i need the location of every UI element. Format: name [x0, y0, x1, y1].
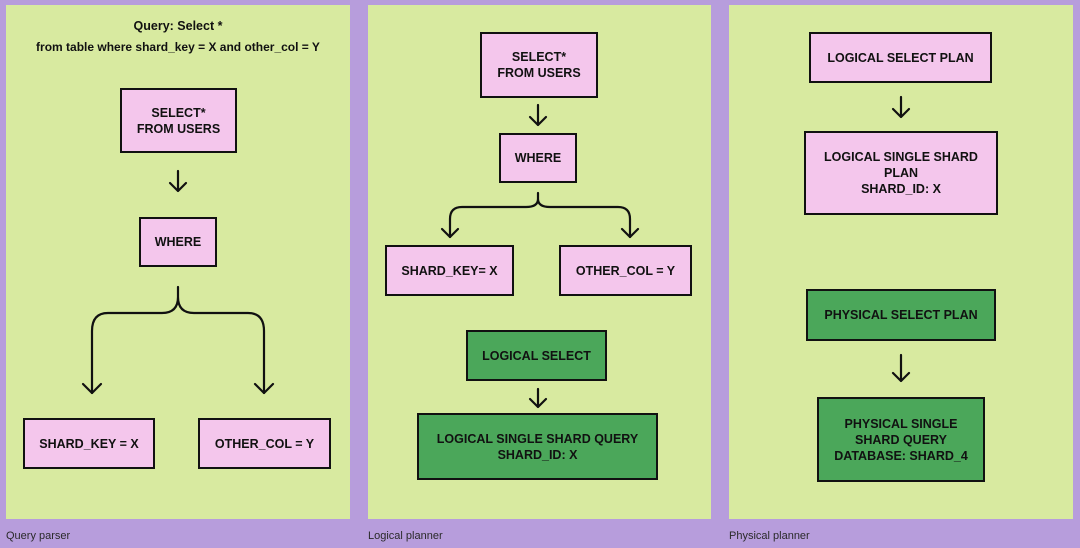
physical-planner-panel: LOGICAL SELECT PLAN LOGICAL SINGLE SHARD… [729, 5, 1073, 542]
arrow-down [891, 95, 911, 119]
logical-select-plan-box: LOGICAL SELECT PLAN [809, 32, 992, 83]
query-parser-panel: Query: Select * from table where shard_k… [6, 5, 350, 542]
other-col-box: OTHER_COL = Y [198, 418, 331, 469]
box-line: SHARD_ID: X [497, 447, 578, 462]
box-line: LOGICAL SINGLE SHARD [824, 150, 978, 164]
arrow-head-left [440, 227, 460, 239]
box-line: LOGICAL SINGLE SHARD QUERY [436, 431, 639, 446]
box-line: SHARD_ID: X [861, 182, 941, 196]
logical-select-box: LOGICAL SELECT [466, 330, 607, 381]
arrow-head-left [81, 382, 103, 395]
where-box: WHERE [499, 133, 577, 183]
box-line: FROM USERS [136, 121, 221, 136]
box-line: FROM USERS [497, 66, 581, 80]
arrow-down [168, 169, 188, 193]
logical-planner-panel: SELECT* FROM USERS WHERE SHARD_KEY= X OT… [368, 5, 711, 542]
panel-caption: Query parser [6, 530, 71, 542]
panel-caption: Physical planner [729, 530, 810, 542]
box-line: SELECT* [511, 50, 567, 64]
physical-single-shard-query-box: PHYSICAL SINGLE SHARD QUERY DATABASE: SH… [817, 397, 985, 482]
panel-caption: Logical planner [368, 530, 443, 542]
box-line: PHYSICAL SINGLE [844, 416, 958, 431]
arrow-down [528, 103, 548, 127]
shard-key-box: SHARD_KEY= X [385, 245, 514, 296]
arrow-head-right [253, 382, 275, 395]
arrow-down [891, 353, 911, 383]
select-from-users-box: SELECT* FROM USERS [480, 32, 598, 98]
where-box: WHERE [139, 217, 217, 267]
brace-split [90, 285, 266, 395]
shard-key-box: SHARD_KEY = X [23, 418, 155, 469]
logical-single-shard-plan-box: LOGICAL SINGLE SHARD PLAN SHARD_ID: X [804, 131, 998, 215]
arrow-head-right [620, 227, 640, 239]
arrow-down [528, 387, 548, 409]
other-col-box: OTHER_COL = Y [559, 245, 692, 296]
logical-single-shard-query-box: LOGICAL SINGLE SHARD QUERY SHARD_ID: X [417, 413, 658, 480]
box-line: SHARD QUERY [855, 432, 947, 447]
query-line-2: from table where shard_key = X and other… [36, 40, 320, 54]
box-line: DATABASE: SHARD_4 [834, 448, 968, 463]
box-line: PLAN [883, 166, 919, 180]
box-line: SELECT* [151, 105, 206, 120]
physical-select-plan-box: PHYSICAL SELECT PLAN [806, 289, 996, 341]
select-from-users-box: SELECT* FROM USERS [120, 88, 237, 153]
query-line-1: Query: Select * [133, 19, 223, 33]
brace-split [448, 191, 632, 239]
